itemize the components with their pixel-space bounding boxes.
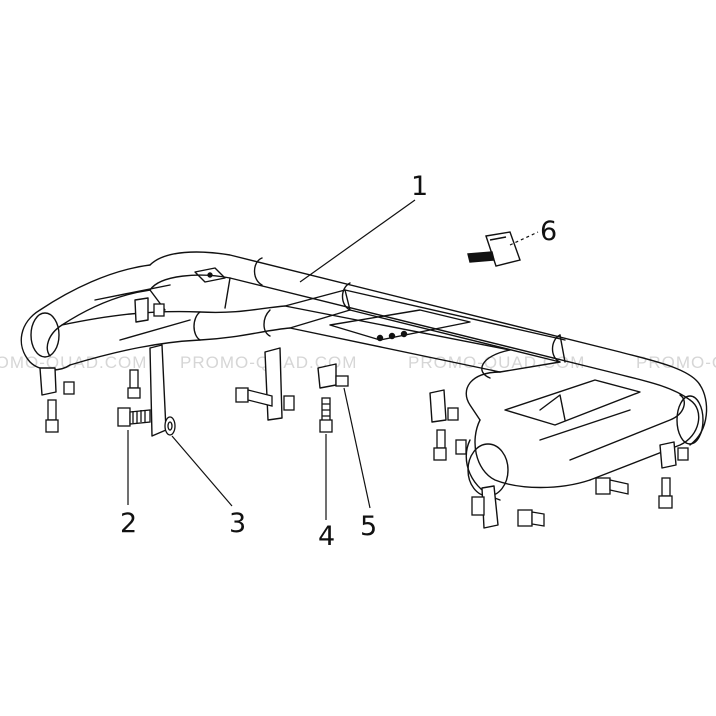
bolt-4: [319, 397, 333, 433]
watermark-1: PROMO-QUAD.COM: [0, 353, 147, 372]
rack-frame: [20, 251, 708, 501]
callout-6: 6: [540, 216, 557, 247]
other-fasteners: [45, 303, 689, 527]
callout-2: 2: [120, 508, 137, 539]
watermark-row: PROMO-QUAD.COM PROMO-QUAD.COM PROMO-QUAD…: [0, 353, 716, 372]
callout-5: 5: [360, 511, 377, 542]
callout-3: 3: [229, 508, 246, 539]
leader-6: [509, 231, 539, 246]
watermark-4: PROMO-QUAD.COM: [636, 353, 716, 372]
leader-1: [299, 199, 416, 283]
leader-lines: [127, 199, 539, 520]
clip-6: [467, 231, 521, 267]
callout-labels: 1 2 3 4 5 6: [120, 171, 557, 552]
leader-3: [171, 435, 233, 507]
leader-5: [343, 387, 371, 509]
bolt-2: [117, 407, 151, 427]
callout-1: 1: [411, 171, 428, 202]
washer-3: [164, 416, 176, 436]
fasteners: [45, 303, 689, 527]
nut-5: [335, 375, 349, 387]
callout-4: 4: [318, 521, 335, 552]
